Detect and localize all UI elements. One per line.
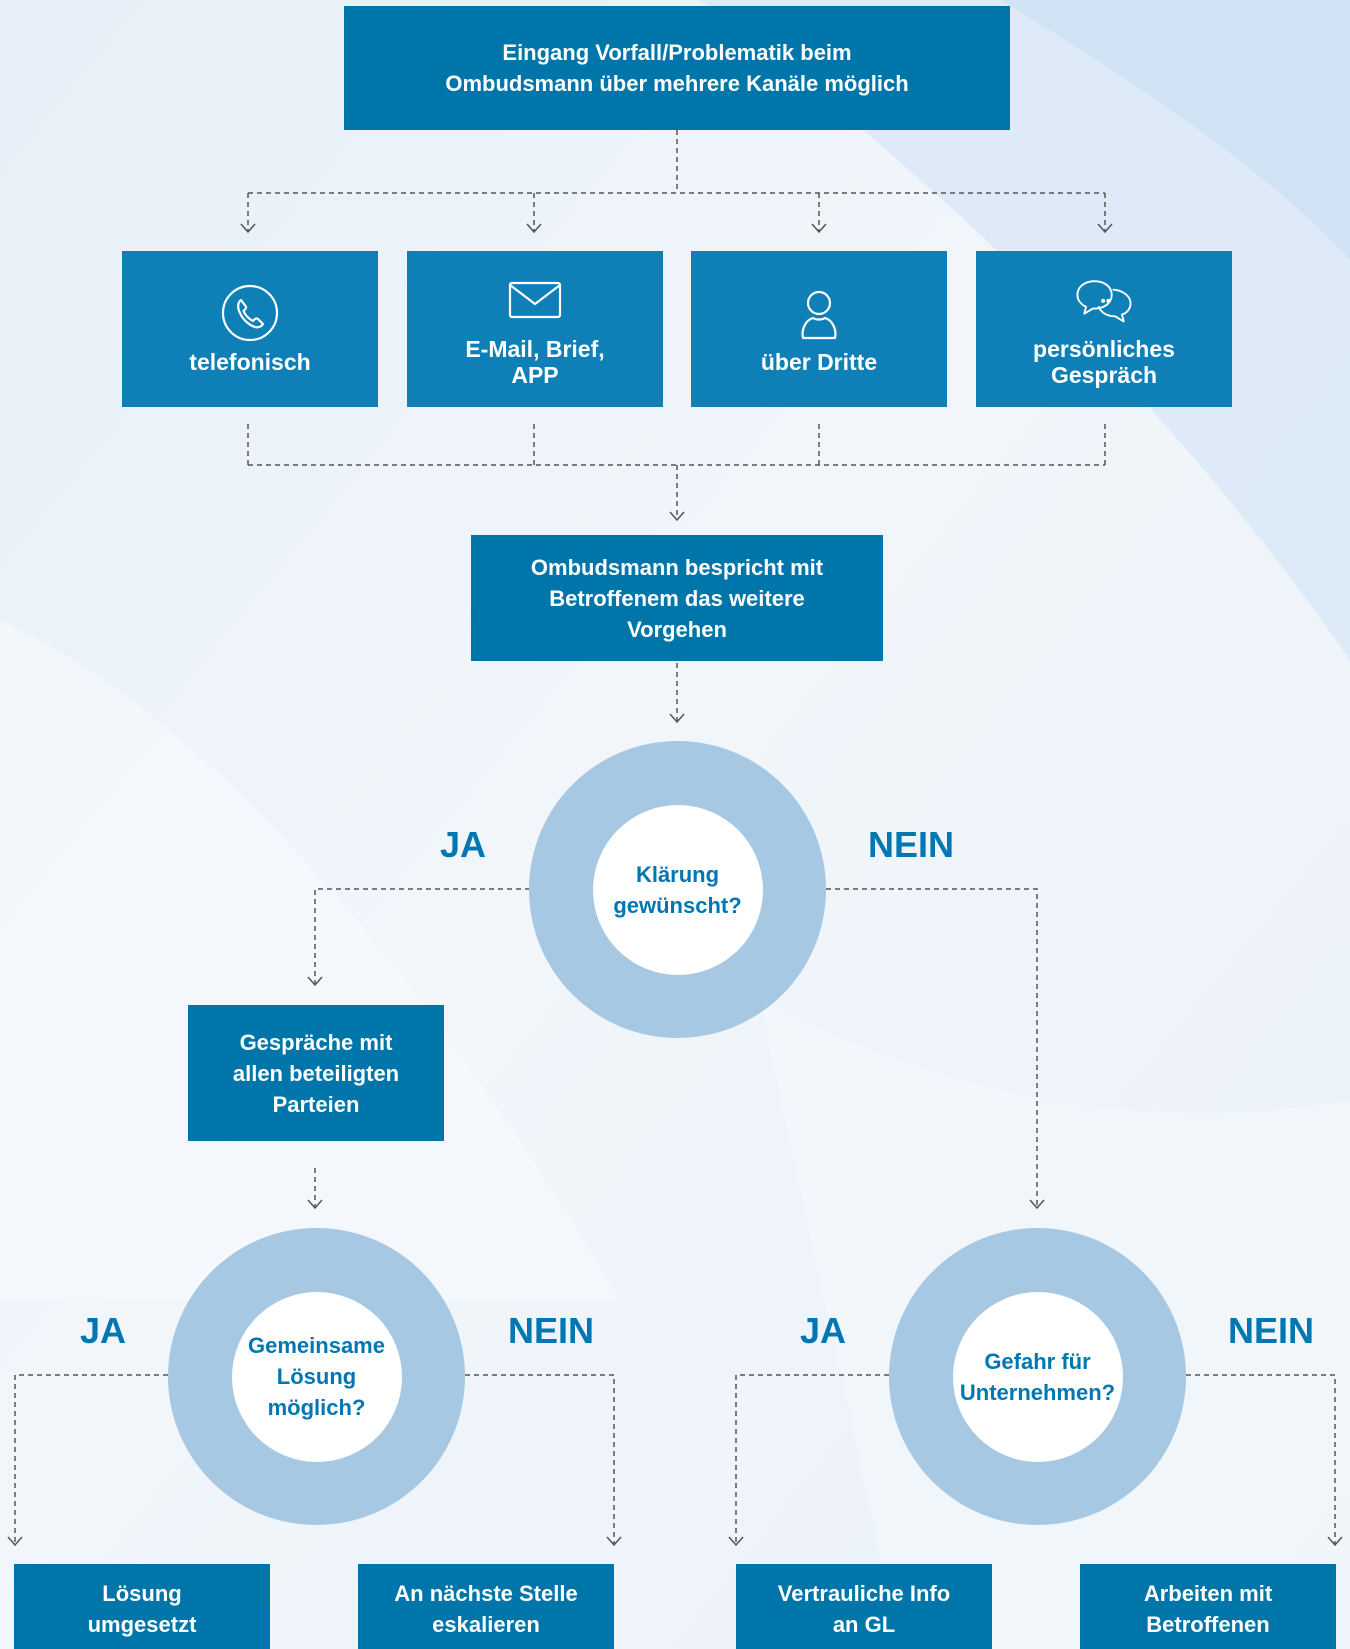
channel-mail: E-Mail, Brief, APP — [407, 251, 663, 407]
decision-company-risk-text: Gefahr für Unternehmen? — [952, 1291, 1123, 1462]
envelope-icon — [505, 270, 565, 330]
decision-company-risk: Gefahr für Unternehmen? — [889, 1228, 1186, 1525]
intake-box: Eingang Vorfall/Problematik beim Ombudsm… — [344, 6, 1010, 130]
talks-box: Gespräche mit allen beteiligten Parteien — [188, 1005, 444, 1141]
decision-joint-solution-text: Gemeinsame Lösung möglich? — [231, 1291, 402, 1462]
channel-personal: persönliches Gespräch — [976, 251, 1232, 407]
phone-icon — [220, 283, 280, 343]
outcome-confidential-info: Vertrauliche Info an GL — [736, 1564, 992, 1649]
chat-bubbles-icon — [1074, 270, 1134, 330]
channel-phone: telefonisch — [122, 251, 378, 407]
decision-clarification: Klärung gewünscht? — [529, 741, 826, 1038]
channel-label-phone: telefonisch — [189, 349, 311, 375]
decision-company-risk-no: NEIN — [1228, 1310, 1315, 1351]
decision-clarification-text: Klärung gewünscht? — [592, 804, 763, 975]
outcome-work-with-affected: Arbeiten mit Betroffenen — [1080, 1564, 1336, 1649]
channel-label-third-party: über Dritte — [760, 349, 878, 375]
channel-label-personal: persönliches Gespräch — [1033, 336, 1175, 388]
outcome-escalate: An nächste Stelle eskalieren — [358, 1564, 614, 1649]
outcome-solution-implemented: Lösung umgesetzt — [14, 1564, 270, 1649]
decision-joint-solution-yes: JA — [80, 1310, 127, 1351]
channel-third-party: über Dritte — [691, 251, 947, 407]
decision-joint-solution-no: NEIN — [508, 1310, 595, 1351]
decision-clarification-yes: JA — [440, 824, 487, 865]
person-icon — [789, 283, 849, 343]
channel-label-mail: E-Mail, Brief, APP — [465, 336, 605, 388]
decision-clarification-no: NEIN — [868, 824, 955, 865]
decision-joint-solution: Gemeinsame Lösung möglich? — [168, 1228, 465, 1525]
decision-company-risk-yes: JA — [800, 1310, 847, 1351]
discuss-box: Ombudsmann bespricht mit Betroffenem das… — [471, 535, 883, 661]
